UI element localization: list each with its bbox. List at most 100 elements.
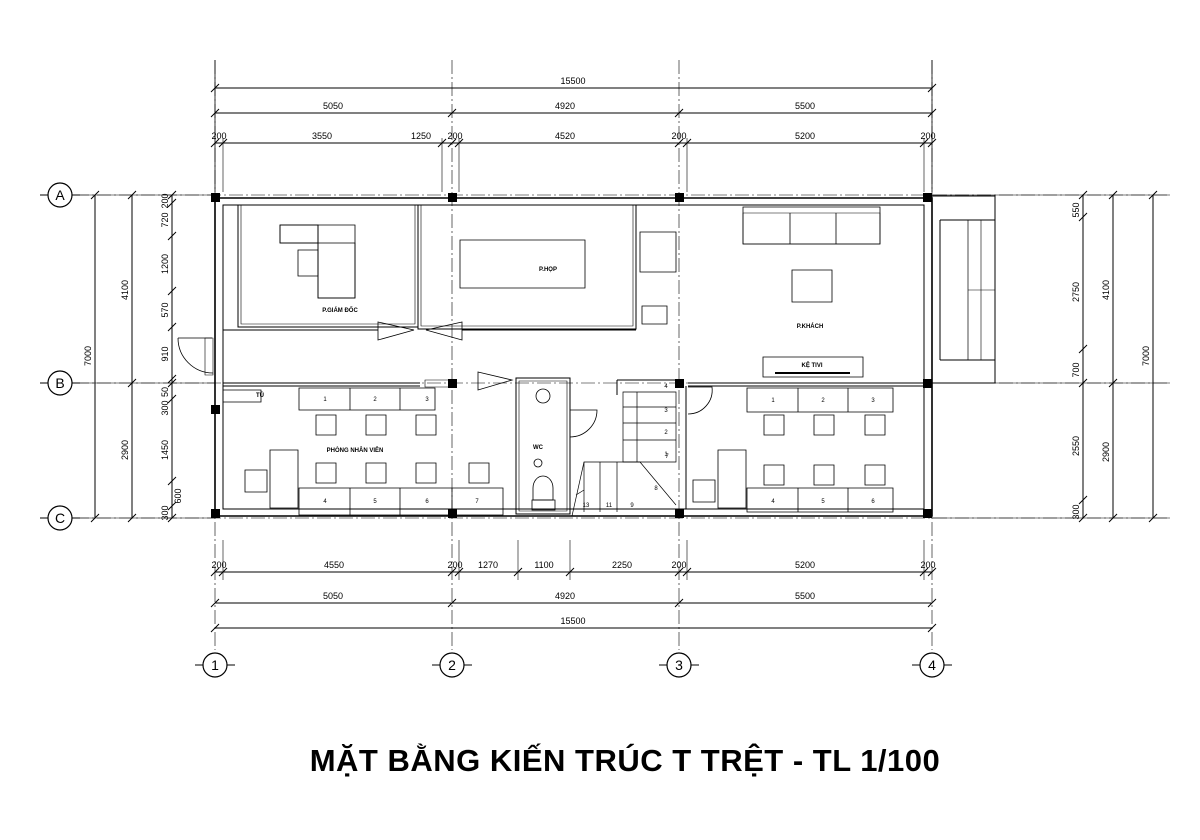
dim-left-d10: 300 [160,505,170,520]
dim-top-bay-3: 5500 [795,101,815,111]
dim-right-bay-2: 2900 [1101,442,1111,462]
grid-bubbles [48,183,944,677]
grid-label-a: A [55,187,65,203]
grid-label-c: C [55,510,65,526]
dim-bot-d2: 4550 [324,560,344,570]
stair-step-number: 7 [665,454,669,460]
desk-number: 3 [871,398,875,404]
grid-bubble-labels: A B C 1 2 3 4 [55,187,936,673]
room-labels: P.GIÁM ĐỐC P.HỌP P.KHÁCH PHÒNG NHÂN VIÊN… [256,267,823,454]
dim-top-d2: 3550 [312,131,332,141]
left-dimensions [70,191,215,522]
dim-bot-bay-1: 5050 [323,591,343,601]
dim-bot-overall: 15500 [560,616,585,626]
dim-left-d2: 720 [160,212,170,227]
desk-number: 2 [821,398,825,404]
dim-top-d1: 200 [211,131,226,141]
tv-shelf-label: KỆ TIVI [801,361,822,369]
grid-label-2: 2 [448,657,456,673]
dim-left-overall: 7000 [83,346,93,366]
dim-left-bay-2: 2900 [120,440,130,460]
dim-bot-d7: 200 [671,560,686,570]
dim-left-d8: 1450 [160,440,170,460]
desk-number: 7 [475,499,479,505]
left-dim-texts: 7000 4100 2900 200 720 1200 570 910 50 3… [83,193,183,520]
desk-number: 2 [373,397,377,403]
top-dim-texts: 15500 5050 4920 5500 200 3550 1250 200 4… [211,76,935,141]
grid-label-1: 1 [211,657,219,673]
interior-walls [223,205,924,514]
desk-number: 4 [771,499,775,505]
columns [211,193,932,518]
dim-top-d5: 4520 [555,131,575,141]
dim-right-d5: 300 [1071,504,1081,519]
dim-top-d7: 5200 [795,131,815,141]
grid-label-b: B [55,375,64,391]
director-furniture [280,225,355,298]
drawing-title: MẶT BẰNG KIẾN TRÚC T TRỆT - TL 1/100 [310,742,941,778]
stair-step-number: 4 [664,384,668,390]
room-wc-label: WC [533,445,544,451]
dim-top-d6: 200 [671,131,686,141]
desk-number: 1 [323,397,327,403]
dim-bot-bay-2: 4920 [555,591,575,601]
dim-right-d2: 2750 [1071,282,1081,302]
dim-left-d9: 600 [173,488,183,503]
grid-axes [75,60,1170,650]
dim-top-d4: 200 [447,131,462,141]
stair-step-number: 9 [630,503,634,509]
bottom-dim-texts: 200 4550 200 1270 1100 2250 200 5200 200… [211,560,935,626]
desk-number: 6 [871,499,875,505]
staff-desks-right [693,388,893,512]
grid-label-4: 4 [928,657,936,673]
guest-furniture [743,207,880,377]
dim-top-d3: 1250 [411,131,431,141]
meeting-table [460,232,676,324]
desk-number: 4 [323,499,327,505]
bottom-dimensions [211,540,936,632]
cabinet-label: TỦ [256,392,264,399]
dim-left-d6: 50 [160,387,170,397]
stair-step-number: 13 [583,503,590,509]
stair-numbers: 4 3 2 1 13 11 9 8 7 [583,384,670,509]
right-dim-texts: 550 2750 700 2550 300 4100 2900 7000 [1071,202,1151,519]
dim-right-overall: 7000 [1141,346,1151,366]
dim-bot-d3: 200 [447,560,462,570]
desk-number: 6 [425,499,429,505]
dim-bot-d4: 1270 [478,560,498,570]
desk-numbers: 1 2 3 4 5 6 7 1 2 3 4 5 6 [323,397,875,505]
stair-step-number: 2 [664,430,668,436]
stair-step-number: 3 [664,408,668,414]
dim-top-bay-1: 5050 [323,101,343,111]
dim-bot-d8: 5200 [795,560,815,570]
dim-left-bay-1: 4100 [120,280,130,300]
dim-left-d5: 910 [160,346,170,361]
grid-label-3: 3 [675,657,683,673]
stair-step-number: 11 [606,503,613,509]
dim-top-d8: 200 [920,131,935,141]
desk-number: 1 [771,398,775,404]
dim-bot-d9: 200 [920,560,935,570]
dim-bot-d1: 200 [211,560,226,570]
dim-top-overall: 15500 [560,76,585,86]
dim-bot-d6: 2250 [612,560,632,570]
wc-fixtures [532,389,555,510]
staff-desks-left [223,388,503,515]
dim-right-d1: 550 [1071,202,1081,217]
dim-left-d1: 200 [160,193,170,208]
dim-right-bay-1: 4100 [1101,280,1111,300]
desk-number: 5 [821,499,825,505]
balcony [932,196,995,383]
room-guest-label: P.KHÁCH [797,323,824,330]
dim-bot-bay-3: 5500 [795,591,815,601]
stair-step-number: 1 [664,452,668,458]
dim-bot-d5: 1100 [534,560,553,570]
dim-left-d7: 300 [160,400,170,415]
desk-number: 3 [425,397,429,403]
dim-left-d3: 1200 [160,254,170,274]
room-meeting-label: P.HỌP [539,267,557,273]
dim-right-d4: 2550 [1071,436,1081,456]
dim-left-d4: 570 [160,302,170,317]
dim-right-d3: 700 [1071,362,1081,377]
